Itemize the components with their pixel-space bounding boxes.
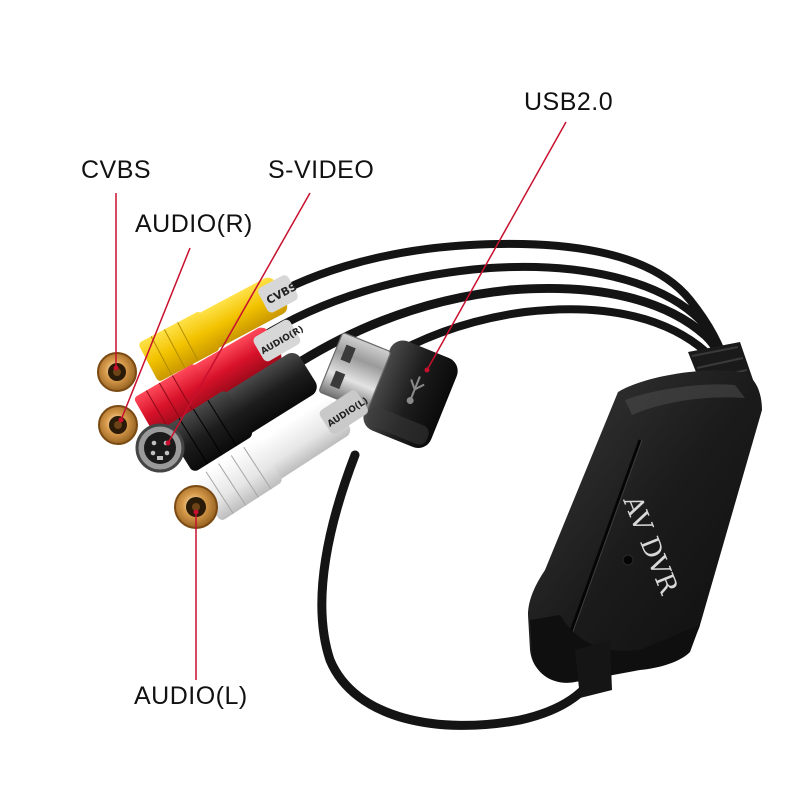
cvbs-jack — [97, 352, 137, 392]
audio-r-cable — [256, 262, 734, 379]
usb-cable — [317, 450, 605, 730]
svideo-label: S-VIDEO — [268, 156, 375, 184]
audio-r-label: AUDIO(R) — [135, 210, 253, 238]
audio-r-connector: AUDIO(R) — [134, 319, 306, 435]
usb-plug — [319, 332, 458, 449]
audio-l-label: AUDIO(L) — [134, 682, 248, 710]
audio-r-leader-line — [120, 247, 191, 421]
svideo-jack — [135, 423, 185, 473]
leader-dots — [113, 365, 430, 515]
audio-r-jack — [98, 405, 138, 445]
cvbs-label: CVBS — [81, 156, 152, 184]
svideo-connector — [166, 353, 317, 471]
av-dvr-device: AV DVR — [528, 370, 762, 683]
usb-leader-line — [426, 121, 567, 371]
usb-label: USB2.0 — [524, 88, 614, 116]
usb-cable-strain-relief — [575, 640, 612, 698]
svideo-cable — [295, 283, 737, 385]
audio-l-jack — [174, 485, 218, 529]
svideo-leader-line — [167, 192, 311, 444]
usb-trident-icon — [406, 376, 425, 405]
audio-l-connector: AUDIO(L) — [195, 390, 370, 520]
leader-lines — [115, 121, 567, 680]
